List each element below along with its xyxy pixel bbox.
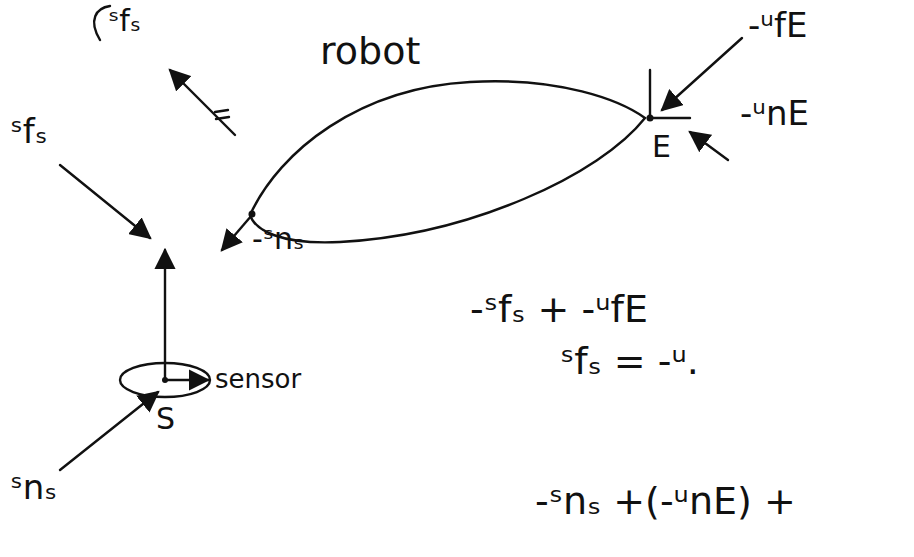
node-label: robot — [320, 30, 420, 74]
node-outline — [245, 30, 655, 255]
moment-label: -ˢnₛ — [252, 222, 304, 257]
moment-label: -ᵘnE — [740, 94, 809, 133]
force-label: -ᵘfE — [748, 6, 807, 45]
point-label: S — [156, 402, 175, 437]
point-label: E — [652, 130, 671, 165]
force-label: ˢfₛ — [10, 112, 47, 151]
equation: ˢfₛ = -ᵘ. — [560, 340, 699, 384]
equation: -ˢnₛ +(-ᵘnE) + — [535, 480, 796, 524]
moment-label: ˢnₛ — [10, 468, 57, 507]
frame-label: ˢfₛ — [108, 4, 141, 39]
robot-body: robot — [245, 30, 655, 255]
node-label: sensor — [215, 365, 301, 395]
sensor-ellipse: sensor — [110, 355, 310, 405]
equation: -ˢfₛ + -ᵘfE — [470, 288, 648, 332]
